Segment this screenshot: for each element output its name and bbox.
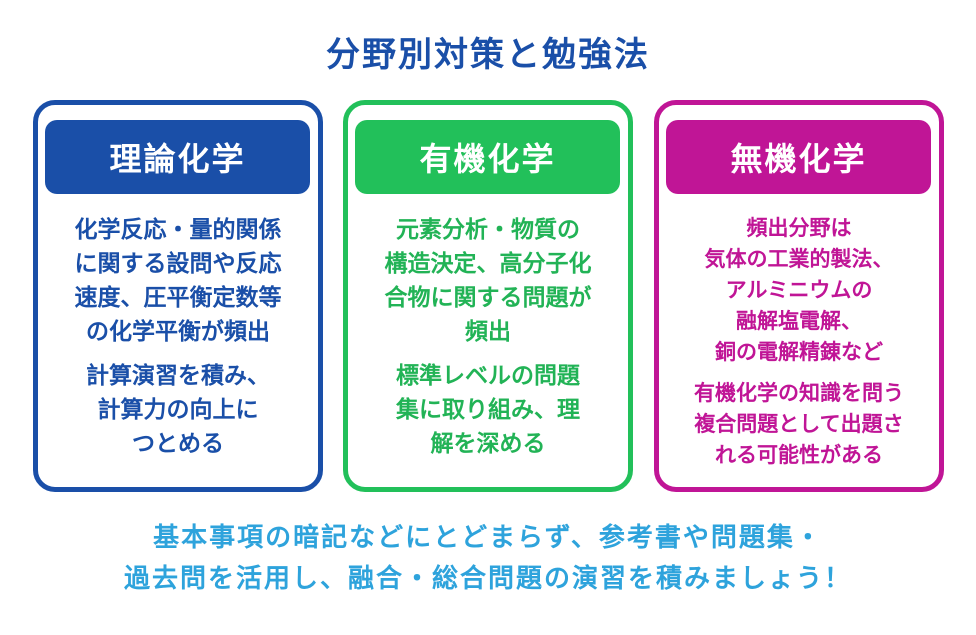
card-heading: 理論化学 <box>45 120 310 194</box>
footer-line-2: 過去問を活用し、融合・総合問題の演習を積みましょう！ <box>123 564 852 594</box>
card-body: 頻出分野は 気体の工業的製法、 アルミニウムの 融解塩電解、 銅の電解精錬など … <box>665 213 933 481</box>
card-body: 化学反応・量的関係 に関する設問や反応 速度、圧平衡定数等 の化学平衡が頻出 計… <box>44 213 312 471</box>
card-advice: 計算演習を積み、 計算力の向上に つとめる <box>86 363 270 457</box>
footer-line-1: 基本事項の暗記などにとどまらず、参考書や問題集・ <box>153 523 823 553</box>
card-organic-chemistry: 有機化学 元素分析・物質の 構造決定、高分子化 合物に関する問題が 頻出 標準レ… <box>343 100 633 492</box>
page-title: 分野別対策と勉強法 <box>326 35 650 75</box>
card-description: 化学反応・量的関係 に関する設問や反応 速度、圧平衡定数等 の化学平衡が頻出 <box>74 217 282 345</box>
card-description: 頻出分野は 気体の工業的製法、 アルミニウムの 融解塩電解、 銅の電解精錬など <box>704 216 894 364</box>
card-heading: 無機化学 <box>666 120 931 194</box>
card-advice: 標準レベルの問題 集に取り組み、理 解を深める <box>396 363 580 457</box>
card-advice: 有機化学の知識を問う 複合問題として出題さ れる可能性がある <box>694 381 904 467</box>
footer-message: 基本事項の暗記などにとどまらず、参考書や問題集・ 過去問を活用し、融合・総合問題… <box>0 518 976 600</box>
card-theoretical-chemistry: 理論化学 化学反応・量的関係 に関する設問や反応 速度、圧平衡定数等 の化学平衡… <box>33 100 323 492</box>
card-body: 元素分析・物質の 構造決定、高分子化 合物に関する問題が 頻出 標準レベルの問題… <box>354 213 622 471</box>
card-description: 元素分析・物質の 構造決定、高分子化 合物に関する問題が 頻出 <box>384 217 592 345</box>
card-inorganic-chemistry: 無機化学 頻出分野は 気体の工業的製法、 アルミニウムの 融解塩電解、 銅の電解… <box>654 100 944 492</box>
card-heading: 有機化学 <box>355 120 620 194</box>
